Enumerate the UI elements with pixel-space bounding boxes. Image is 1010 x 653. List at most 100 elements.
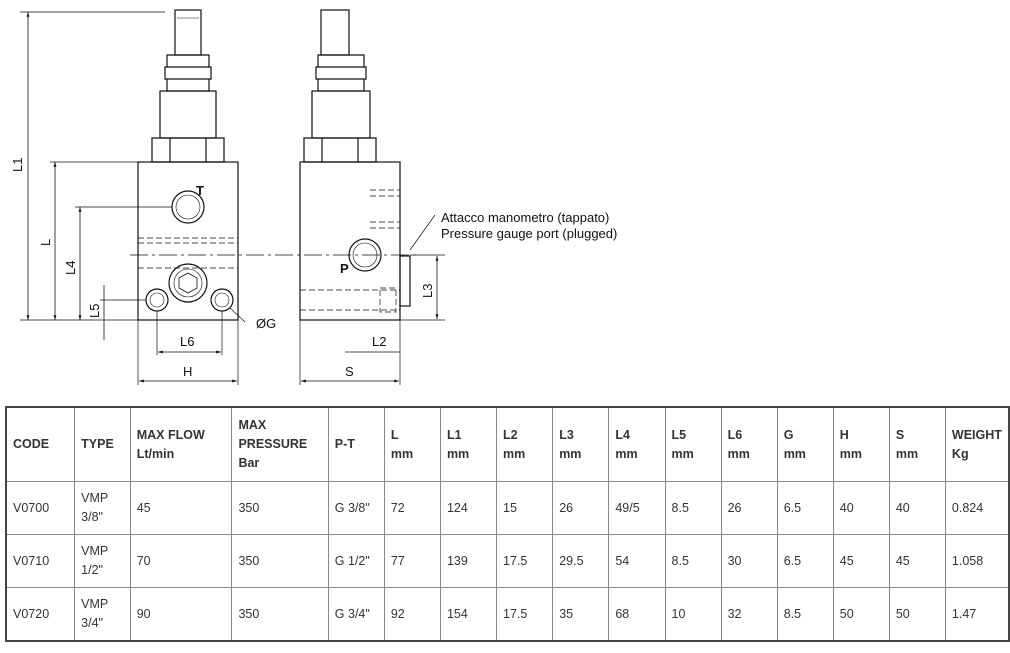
table-cell: 54	[608, 534, 666, 588]
table-cell: 10	[664, 587, 722, 642]
cell-text: 92	[390, 606, 405, 621]
cell-text: CODE	[13, 437, 50, 451]
cell-text: 350	[238, 500, 260, 515]
cell-text: L5	[671, 427, 687, 442]
cell-text: 8.5	[671, 553, 689, 568]
cell-text: 8.5	[671, 500, 689, 515]
cell-text: 1.47	[951, 606, 977, 621]
cell-text: P-T	[334, 437, 355, 451]
dim-label-l3: L3	[420, 284, 435, 298]
cell-text: mm	[727, 446, 750, 461]
table-cell: 45	[888, 534, 946, 588]
cell-text: 50	[839, 606, 854, 621]
table-cell: 68	[608, 587, 666, 642]
cell-text: 1/2"	[81, 563, 103, 577]
cell-text: V0710	[13, 553, 50, 568]
cell-text: mm	[895, 446, 919, 461]
port-label-t: T	[196, 183, 204, 198]
dim-label-g: ØG	[256, 316, 276, 331]
side-view	[299, 9, 411, 321]
table-cell: 72	[383, 481, 441, 535]
table-cell: 77	[383, 534, 441, 588]
column-header: P-T	[327, 406, 385, 482]
cell-text: mm	[390, 446, 414, 461]
cell-text: 17.5	[503, 553, 528, 568]
cell-text: 15	[503, 500, 517, 515]
dim-label-s: S	[345, 364, 354, 379]
cell-text: H	[839, 427, 849, 442]
cell-text: TYPE	[81, 437, 114, 451]
note-english: Pressure gauge port (plugged)	[441, 226, 617, 241]
table-cell: G 1/2"	[327, 534, 385, 588]
valve-technical-drawing: L1 L L4 L5 L6 H S L2 L3 T P ØG Attacco m…	[10, 9, 617, 385]
cell-text: 26	[559, 500, 574, 515]
cell-text: 45	[136, 500, 151, 515]
table-cell: 17.5	[496, 534, 554, 588]
table-cell: 1.47	[944, 587, 1010, 642]
dim-label-l2: L2	[372, 334, 386, 349]
table-cell: 8.5	[776, 587, 834, 642]
cell-text: L3	[559, 427, 574, 442]
table-cell: 124	[439, 481, 498, 535]
table-cell: G 3/4"	[327, 587, 385, 642]
cell-text: 1.058	[951, 553, 984, 568]
cell-text: 90	[136, 606, 151, 621]
dim-label-l6: L6	[180, 334, 194, 349]
cell-text: mm	[615, 446, 638, 461]
column-header: L3 mm	[552, 406, 610, 482]
table-cell: 40	[832, 481, 890, 535]
cell-text: 10	[671, 606, 686, 621]
cell-text: 49/5	[615, 500, 640, 515]
dim-label-l5: L5	[87, 304, 102, 318]
cell-text: 32	[727, 606, 742, 621]
cell-text: mm	[671, 446, 694, 461]
cell-text: 6.5	[783, 553, 802, 568]
front-view	[137, 9, 239, 321]
cell-text: 45	[895, 553, 910, 568]
cell-text: Lt/min	[136, 446, 175, 461]
cell-text: mm	[559, 446, 582, 461]
table-cell: 45	[129, 481, 233, 535]
cell-text: L2	[503, 427, 518, 442]
cell-text: L1	[446, 427, 462, 442]
cell-text: 6.5	[783, 500, 802, 515]
table-cell: 26	[720, 481, 778, 535]
cell-text: 139	[446, 553, 468, 568]
cell-text: WEIGHT	[951, 427, 1002, 442]
cell-text: V0720	[13, 606, 50, 621]
cell-text: mm	[783, 446, 806, 461]
table-cell: 139	[439, 534, 498, 588]
table-cell: 40	[888, 481, 946, 535]
table-cell: 50	[832, 587, 890, 642]
cell-text: G 3/4"	[334, 606, 370, 621]
table-cell: 49/5	[608, 481, 666, 535]
table-cell: 90	[129, 587, 233, 642]
table-cell: 6.5	[776, 534, 834, 588]
cell-text: 124	[446, 500, 468, 515]
cell-text: Bar	[238, 456, 260, 470]
dim-label-h: H	[183, 364, 192, 379]
cell-text: 68	[615, 606, 630, 621]
note-italian: Attacco manometro (tappato)	[441, 210, 609, 225]
dim-label-l: L	[38, 239, 53, 246]
cell-text: 350	[238, 553, 260, 568]
cell-text: 54	[615, 553, 630, 568]
table-cell: V0710	[5, 534, 76, 588]
table-cell: 154	[439, 587, 498, 642]
table-cell: 17.5	[496, 587, 554, 642]
cell-text: G 3/8"	[334, 500, 370, 515]
cell-text: 77	[390, 553, 405, 568]
